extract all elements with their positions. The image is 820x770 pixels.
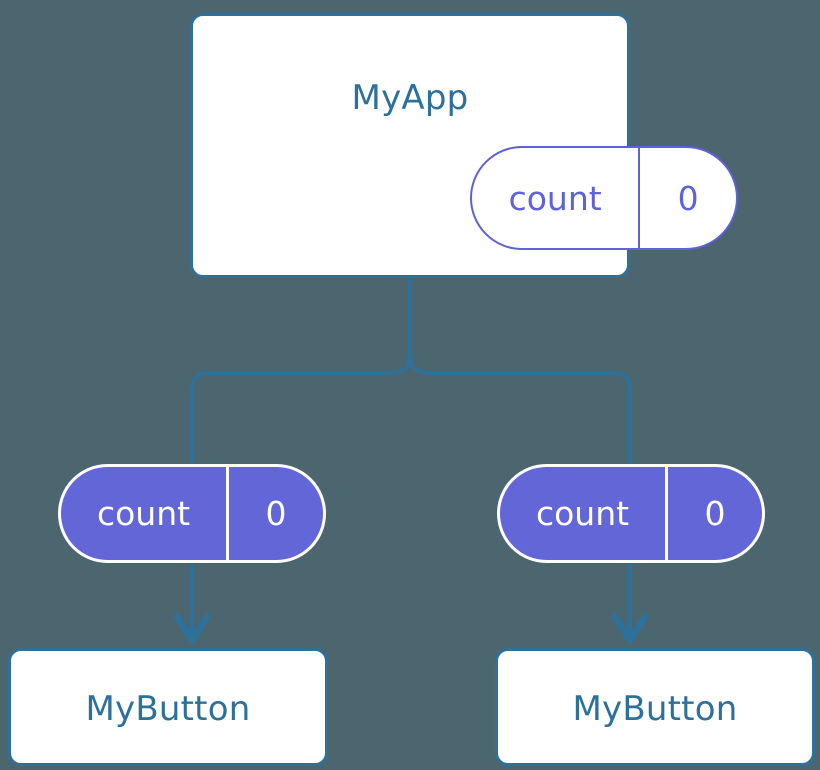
connector-left-branch <box>190 345 412 463</box>
component-node-myapp[interactable]: MyApp count 0 <box>190 13 738 278</box>
component-node-mybutton-left[interactable]: MyButton <box>8 648 328 766</box>
state-pill-myapp-count[interactable]: count 0 <box>470 146 738 250</box>
component-node-mybutton-right[interactable]: MyButton <box>495 648 815 766</box>
arrow-down-icon <box>173 613 211 644</box>
state-key: count <box>96 494 191 533</box>
component-label: MyApp <box>351 78 469 118</box>
state-key: count <box>535 494 630 533</box>
state-value: 0 <box>638 148 736 248</box>
connector-right-branch <box>408 345 632 463</box>
state-value: 0 <box>665 467 762 560</box>
state-value: 0 <box>226 467 323 560</box>
component-label: MyButton <box>85 689 251 729</box>
state-pill-left-count[interactable]: count 0 <box>58 464 326 563</box>
state-key: count <box>508 178 602 218</box>
arrow-down-icon <box>611 613 649 644</box>
component-label: MyButton <box>572 689 738 729</box>
state-pill-right-count[interactable]: count 0 <box>497 464 765 563</box>
